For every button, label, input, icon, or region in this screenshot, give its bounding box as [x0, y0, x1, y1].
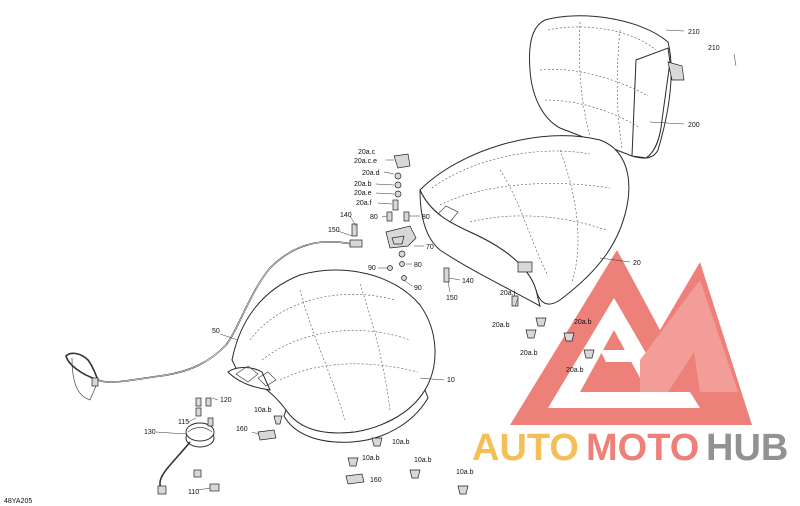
callout-20a-d: 20a.d — [362, 170, 380, 177]
rear-fasteners — [511, 295, 595, 359]
watermark-word-auto: AUTO — [472, 427, 579, 469]
watermark-logo: AUTO MOTO HUB — [472, 250, 788, 469]
callout-80-b: 80 — [422, 214, 430, 221]
callout-20a-b-r2: 20a.b — [574, 319, 592, 326]
callout-150-a: 150 — [328, 227, 340, 234]
driver-seat — [227, 269, 436, 443]
callout-90-b: 90 — [414, 285, 422, 292]
callout-20a-b-r1: 20a.b — [492, 322, 510, 329]
callout-200: 200 — [688, 122, 700, 129]
callout-50: 50 — [212, 328, 220, 335]
callout-20a-j: 20a.j — [500, 290, 516, 297]
backrest — [529, 15, 685, 159]
callout-110: 110 — [188, 489, 199, 496]
callout-90-a: 90 — [368, 265, 376, 272]
callout-20a-b-top: 20a.b — [354, 181, 372, 188]
release-cable — [65, 239, 363, 401]
figure-code: 48YA205 — [4, 498, 32, 505]
callout-80-c: 80 — [414, 262, 422, 269]
seat-actuator — [157, 397, 220, 495]
callout-210-b: 210 — [708, 45, 720, 52]
callout-10a-b-c: 10a.b — [362, 455, 380, 462]
watermark-word-hub: HUB — [706, 427, 788, 469]
latch-assembly — [351, 153, 450, 283]
callout-10a-b-d: 10a.b — [414, 457, 432, 464]
callout-210-a: 210 — [688, 29, 700, 36]
callout-70: 70 — [426, 244, 434, 251]
passenger-seat — [419, 135, 630, 307]
callout-20a-b-r3: 20a.b — [520, 350, 538, 357]
callout-20: 20 — [633, 260, 641, 267]
callout-140-b: 140 — [462, 278, 474, 285]
callout-20a-c: 20a.c — [358, 149, 376, 156]
leader-lines — [155, 29, 737, 491]
callout-20a-c-e: 20a.c.e — [354, 158, 377, 165]
lower-fasteners — [257, 415, 469, 495]
callout-160-b: 160 — [370, 477, 382, 484]
callout-10a-b-e: 10a.b — [456, 469, 474, 476]
callout-115: 115 — [178, 419, 189, 426]
callout-80-a: 80 — [370, 214, 378, 221]
callout-140-a: 140 — [340, 212, 352, 219]
watermark-word-moto: MOTO — [586, 427, 699, 469]
callout-10a-b-a: 10a.b — [254, 407, 272, 414]
watermark-triangle-icon — [510, 250, 752, 425]
callout-10a-b-b: 10a.b — [392, 439, 410, 446]
callout-160-a: 160 — [236, 426, 248, 433]
callout-20a-e: 20a.e — [354, 190, 372, 197]
callout-20a-f: 20a.f — [356, 200, 372, 207]
callouts: 210 210 200 20 10 20a.c 20a.c.e 20a.d 20… — [4, 29, 720, 505]
callout-150-b: 150 — [446, 295, 458, 302]
callout-120: 120 — [220, 397, 232, 404]
callout-20a-b-r4: 20a.b — [566, 367, 584, 374]
callout-130: 130 — [144, 429, 156, 436]
callout-10: 10 — [447, 377, 455, 384]
